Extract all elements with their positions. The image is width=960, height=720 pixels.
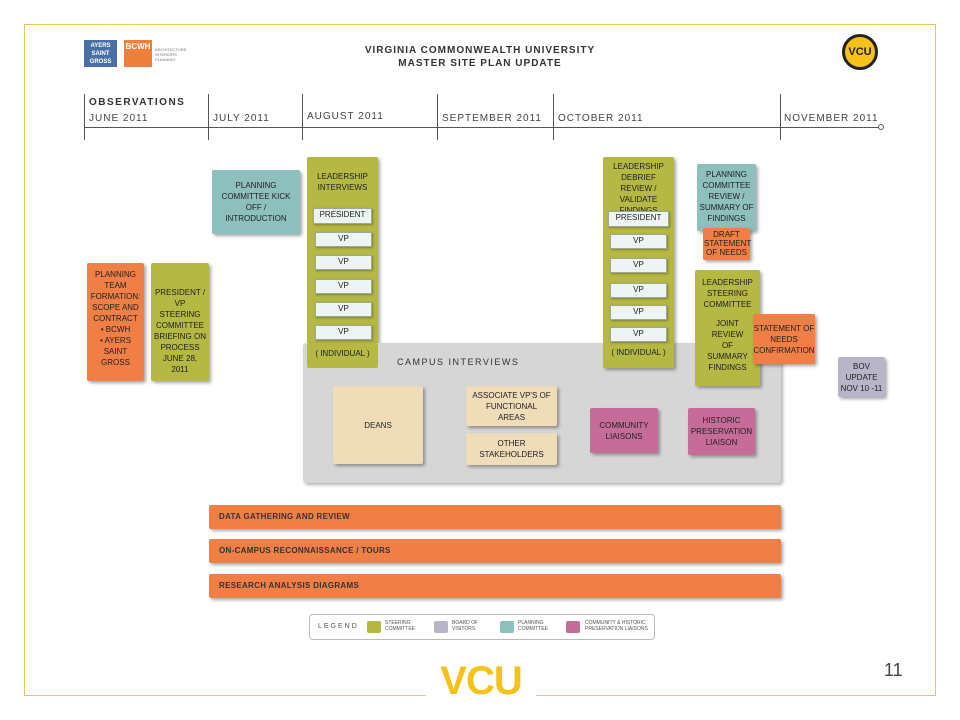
slide-title: VIRGINIA COMMONWEALTH UNIVERSITY MASTER … bbox=[300, 44, 660, 70]
other-stakeholders-text: OTHER STAKEHOLDERS bbox=[479, 439, 544, 459]
planning-team-text: PLANNING TEAM FORMATION: SCOPE AND CONTR… bbox=[90, 270, 141, 323]
legend-text-community: COMMUNITY & HISTORIC PRESERVATION LIAISO… bbox=[585, 620, 648, 632]
legend-text-planning: PLANNING COMMITTEE bbox=[518, 620, 548, 632]
timeline-tick bbox=[553, 94, 554, 140]
community-liaisons-text: COMMUNITY LIAISONS bbox=[599, 420, 649, 441]
timeline-end-marker bbox=[878, 124, 884, 130]
historic-preservation-text: HISTORIC PRESERVATION LIAISON bbox=[690, 416, 753, 447]
ayers-saint-gross-logo: AYERS SAINT GROSS bbox=[84, 40, 117, 67]
title-line-1: VIRGINIA COMMONWEALTH UNIVERSITY bbox=[364, 45, 596, 56]
historic-preservation-box: HISTORIC PRESERVATION LIAISON bbox=[688, 408, 755, 455]
vp-pill: VP bbox=[315, 232, 372, 247]
page-number: 11 bbox=[884, 660, 903, 680]
leadership-steering-box: LEADERSHIP STEERING COMMITTEE JOINT REVI… bbox=[695, 270, 760, 386]
vcu-footer-logo: VCU bbox=[426, 660, 536, 702]
individual-label: ( INDIVIDUAL ) bbox=[611, 348, 666, 357]
month-label: SEPTEMBER 2011 bbox=[442, 113, 542, 124]
bcwh-logo-subtitle: ARCHITECTURE INTERIORS PLANNING bbox=[155, 47, 187, 62]
planning-committee-review-box: PLANNING COMMITTEE REVIEW / SUMMARY OF F… bbox=[697, 164, 756, 231]
legend-text-steering: STEERING COMMITTEE bbox=[385, 620, 415, 632]
vp-pill: VP bbox=[315, 255, 372, 270]
month-label: JUNE 2011 bbox=[89, 113, 149, 124]
planning-committee-kickoff-box: PLANNING COMMITTEE KICK OFF / INTRODUCTI… bbox=[212, 170, 300, 234]
planning-review-text: PLANNING COMMITTEE REVIEW / SUMMARY OF F… bbox=[699, 170, 754, 223]
vp-pill: VP bbox=[315, 302, 372, 317]
leadership-interviews-text: LEADERSHIP INTERVIEWS bbox=[317, 172, 368, 192]
vp-pill: VP bbox=[610, 258, 667, 273]
deans-box: DEANS bbox=[333, 386, 423, 464]
leadership-steering-text: LEADERSHIP STEERING COMMITTEE bbox=[702, 278, 753, 309]
draft-statement-box: DRAFT STATEMENT OF NEEDS bbox=[703, 228, 752, 260]
timeline-tick bbox=[208, 94, 209, 140]
legend-box bbox=[309, 614, 655, 640]
other-stakeholders-box: OTHER STAKEHOLDERS bbox=[466, 433, 557, 465]
legend-swatch-board bbox=[434, 621, 448, 633]
joint-review-text: JOINT REVIEW OF SUMMARY FINDINGS bbox=[707, 319, 748, 372]
legend-swatch-community bbox=[566, 621, 580, 633]
month-label: JULY 2011 bbox=[213, 113, 270, 124]
leadership-debrief-text: LEADERSHIP DEBRIEF REVIEW / VALIDATE FIN… bbox=[613, 162, 664, 215]
vp-pill: VP bbox=[315, 325, 372, 340]
bov-update-text: BOV UPDATE NOV 10 -11 bbox=[840, 361, 883, 393]
legend-label: LEGEND bbox=[318, 623, 359, 630]
vcu-seal-logo: VCU bbox=[842, 34, 878, 70]
legend-text-board: BOARD OF VISITORS bbox=[452, 620, 479, 632]
community-liaisons-box: COMMUNITY LIAISONS bbox=[590, 408, 658, 453]
planning-kickoff-text: PLANNING COMMITTEE KICK OFF / INTRODUCTI… bbox=[221, 181, 291, 223]
timeline-tick bbox=[84, 94, 85, 140]
vp-pill: VP bbox=[610, 283, 667, 298]
month-label: OCTOBER 2011 bbox=[558, 113, 644, 124]
research-analysis-bar: RESEARCH ANALYSIS DIAGRAMS bbox=[209, 574, 781, 598]
planning-team-bullet-ayers: • AYERS SAINT GROSS bbox=[99, 336, 132, 367]
president-pill: PRESIDENT bbox=[313, 208, 372, 224]
planning-team-bullet-bcwh: • BCWH bbox=[100, 325, 131, 334]
title-line-2: MASTER SITE PLAN UPDATE bbox=[398, 58, 562, 69]
associate-vps-box: ASSOCIATE VP'S OF FUNCTIONAL AREAS bbox=[466, 386, 557, 426]
president-pill: PRESIDENT bbox=[608, 211, 669, 227]
president-briefing-text: PRESIDENT / VP STEERING COMMITTEE BRIEFI… bbox=[154, 288, 207, 374]
vp-pill: VP bbox=[610, 327, 667, 342]
timeline-tick bbox=[437, 94, 438, 140]
draft-statement-text: DRAFT STATEMENT OF NEEDS bbox=[704, 230, 752, 257]
month-label: AUGUST 2011 bbox=[307, 111, 384, 122]
statement-confirmation-box: STATEMENT OF NEEDS CONFIRMATION bbox=[753, 314, 815, 364]
deans-text: DEANS bbox=[364, 420, 392, 430]
timeline-axis bbox=[84, 127, 880, 128]
timeline-tick bbox=[780, 94, 781, 140]
vp-pill: VP bbox=[610, 305, 667, 320]
individual-label-box: ( INDIVIDUAL ) bbox=[307, 343, 378, 368]
associate-vps-text: ASSOCIATE VP'S OF FUNCTIONAL AREAS bbox=[472, 390, 551, 422]
campus-interviews-label: CAMPUS INTERVIEWS bbox=[397, 357, 520, 367]
planning-team-formation-box: PLANNING TEAM FORMATION: SCOPE AND CONTR… bbox=[87, 263, 144, 381]
legend-swatch-steering bbox=[367, 621, 381, 633]
data-gathering-bar: DATA GATHERING AND REVIEW bbox=[209, 505, 781, 529]
reconnaissance-bar: ON-CAMPUS RECONNAISSANCE / TOURS bbox=[209, 539, 781, 563]
bov-update-box: BOV UPDATE NOV 10 -11 bbox=[838, 357, 885, 397]
president-vp-briefing-box: PRESIDENT / VP STEERING COMMITTEE BRIEFI… bbox=[151, 263, 209, 381]
statement-confirmation-text: STATEMENT OF NEEDS CONFIRMATION bbox=[753, 323, 815, 355]
timeline-tick bbox=[302, 94, 303, 140]
vp-pill: VP bbox=[315, 279, 372, 294]
month-label: NOVEMBER 2011 bbox=[784, 113, 879, 124]
bcwh-logo-text: BCWH bbox=[125, 42, 151, 51]
ayers-logo-text: AYERS SAINT GROSS bbox=[89, 43, 112, 65]
timeline-heading: OBSERVATIONS bbox=[89, 97, 186, 108]
bcwh-logo: BCWH bbox=[124, 40, 152, 67]
legend-swatch-planning bbox=[500, 621, 514, 633]
vp-pill: VP bbox=[610, 234, 667, 249]
